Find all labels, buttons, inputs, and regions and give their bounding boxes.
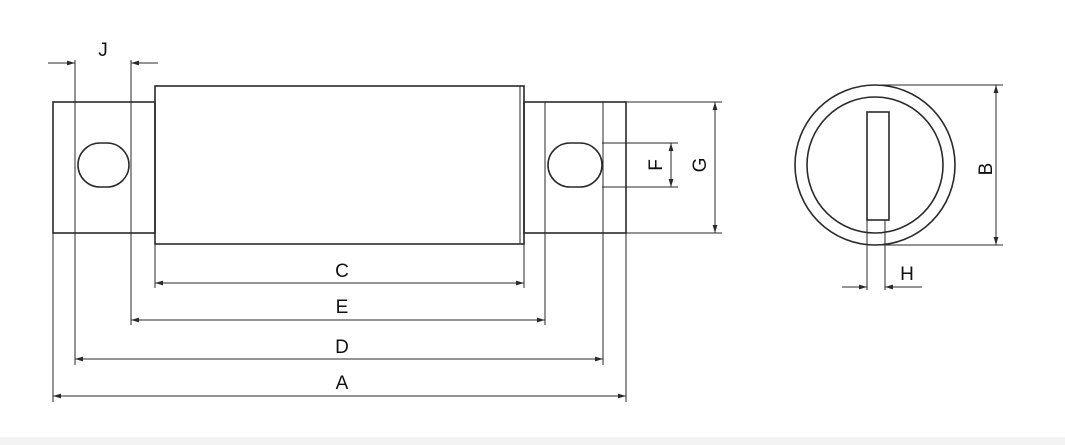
end-view-tab-slot [866, 111, 890, 221]
end-view-outer-circle [794, 84, 956, 246]
dimension-f: F [646, 143, 674, 187]
label-b: B [976, 163, 997, 176]
dimension-b: B [976, 85, 999, 245]
label-e: E [336, 297, 349, 318]
dimension-c: C [155, 261, 524, 286]
end-view [794, 84, 1003, 290]
extension-lines [52, 60, 722, 402]
label-d: D [335, 337, 349, 358]
dimension-j: J [48, 40, 158, 66]
label-f: F [646, 159, 667, 171]
dimension-a: A [53, 373, 626, 399]
side-view [52, 85, 627, 245]
label-g: G [690, 158, 711, 173]
left-mounting-slot [77, 142, 130, 188]
dimension-e: E [131, 297, 545, 323]
floor-strip [0, 437, 1065, 445]
label-a: A [336, 373, 349, 394]
dimension-d: D [75, 337, 603, 362]
dimension-h: H [842, 264, 922, 290]
label-j: J [98, 40, 108, 61]
label-h: H [900, 264, 914, 285]
left-end-tab [52, 101, 156, 234]
label-c: C [335, 261, 349, 282]
end-view-inner-circle [806, 96, 944, 234]
right-mounting-slot [547, 142, 603, 188]
fuse-body [154, 85, 525, 245]
dimension-g: G [690, 102, 718, 233]
right-end-tab [523, 101, 627, 234]
